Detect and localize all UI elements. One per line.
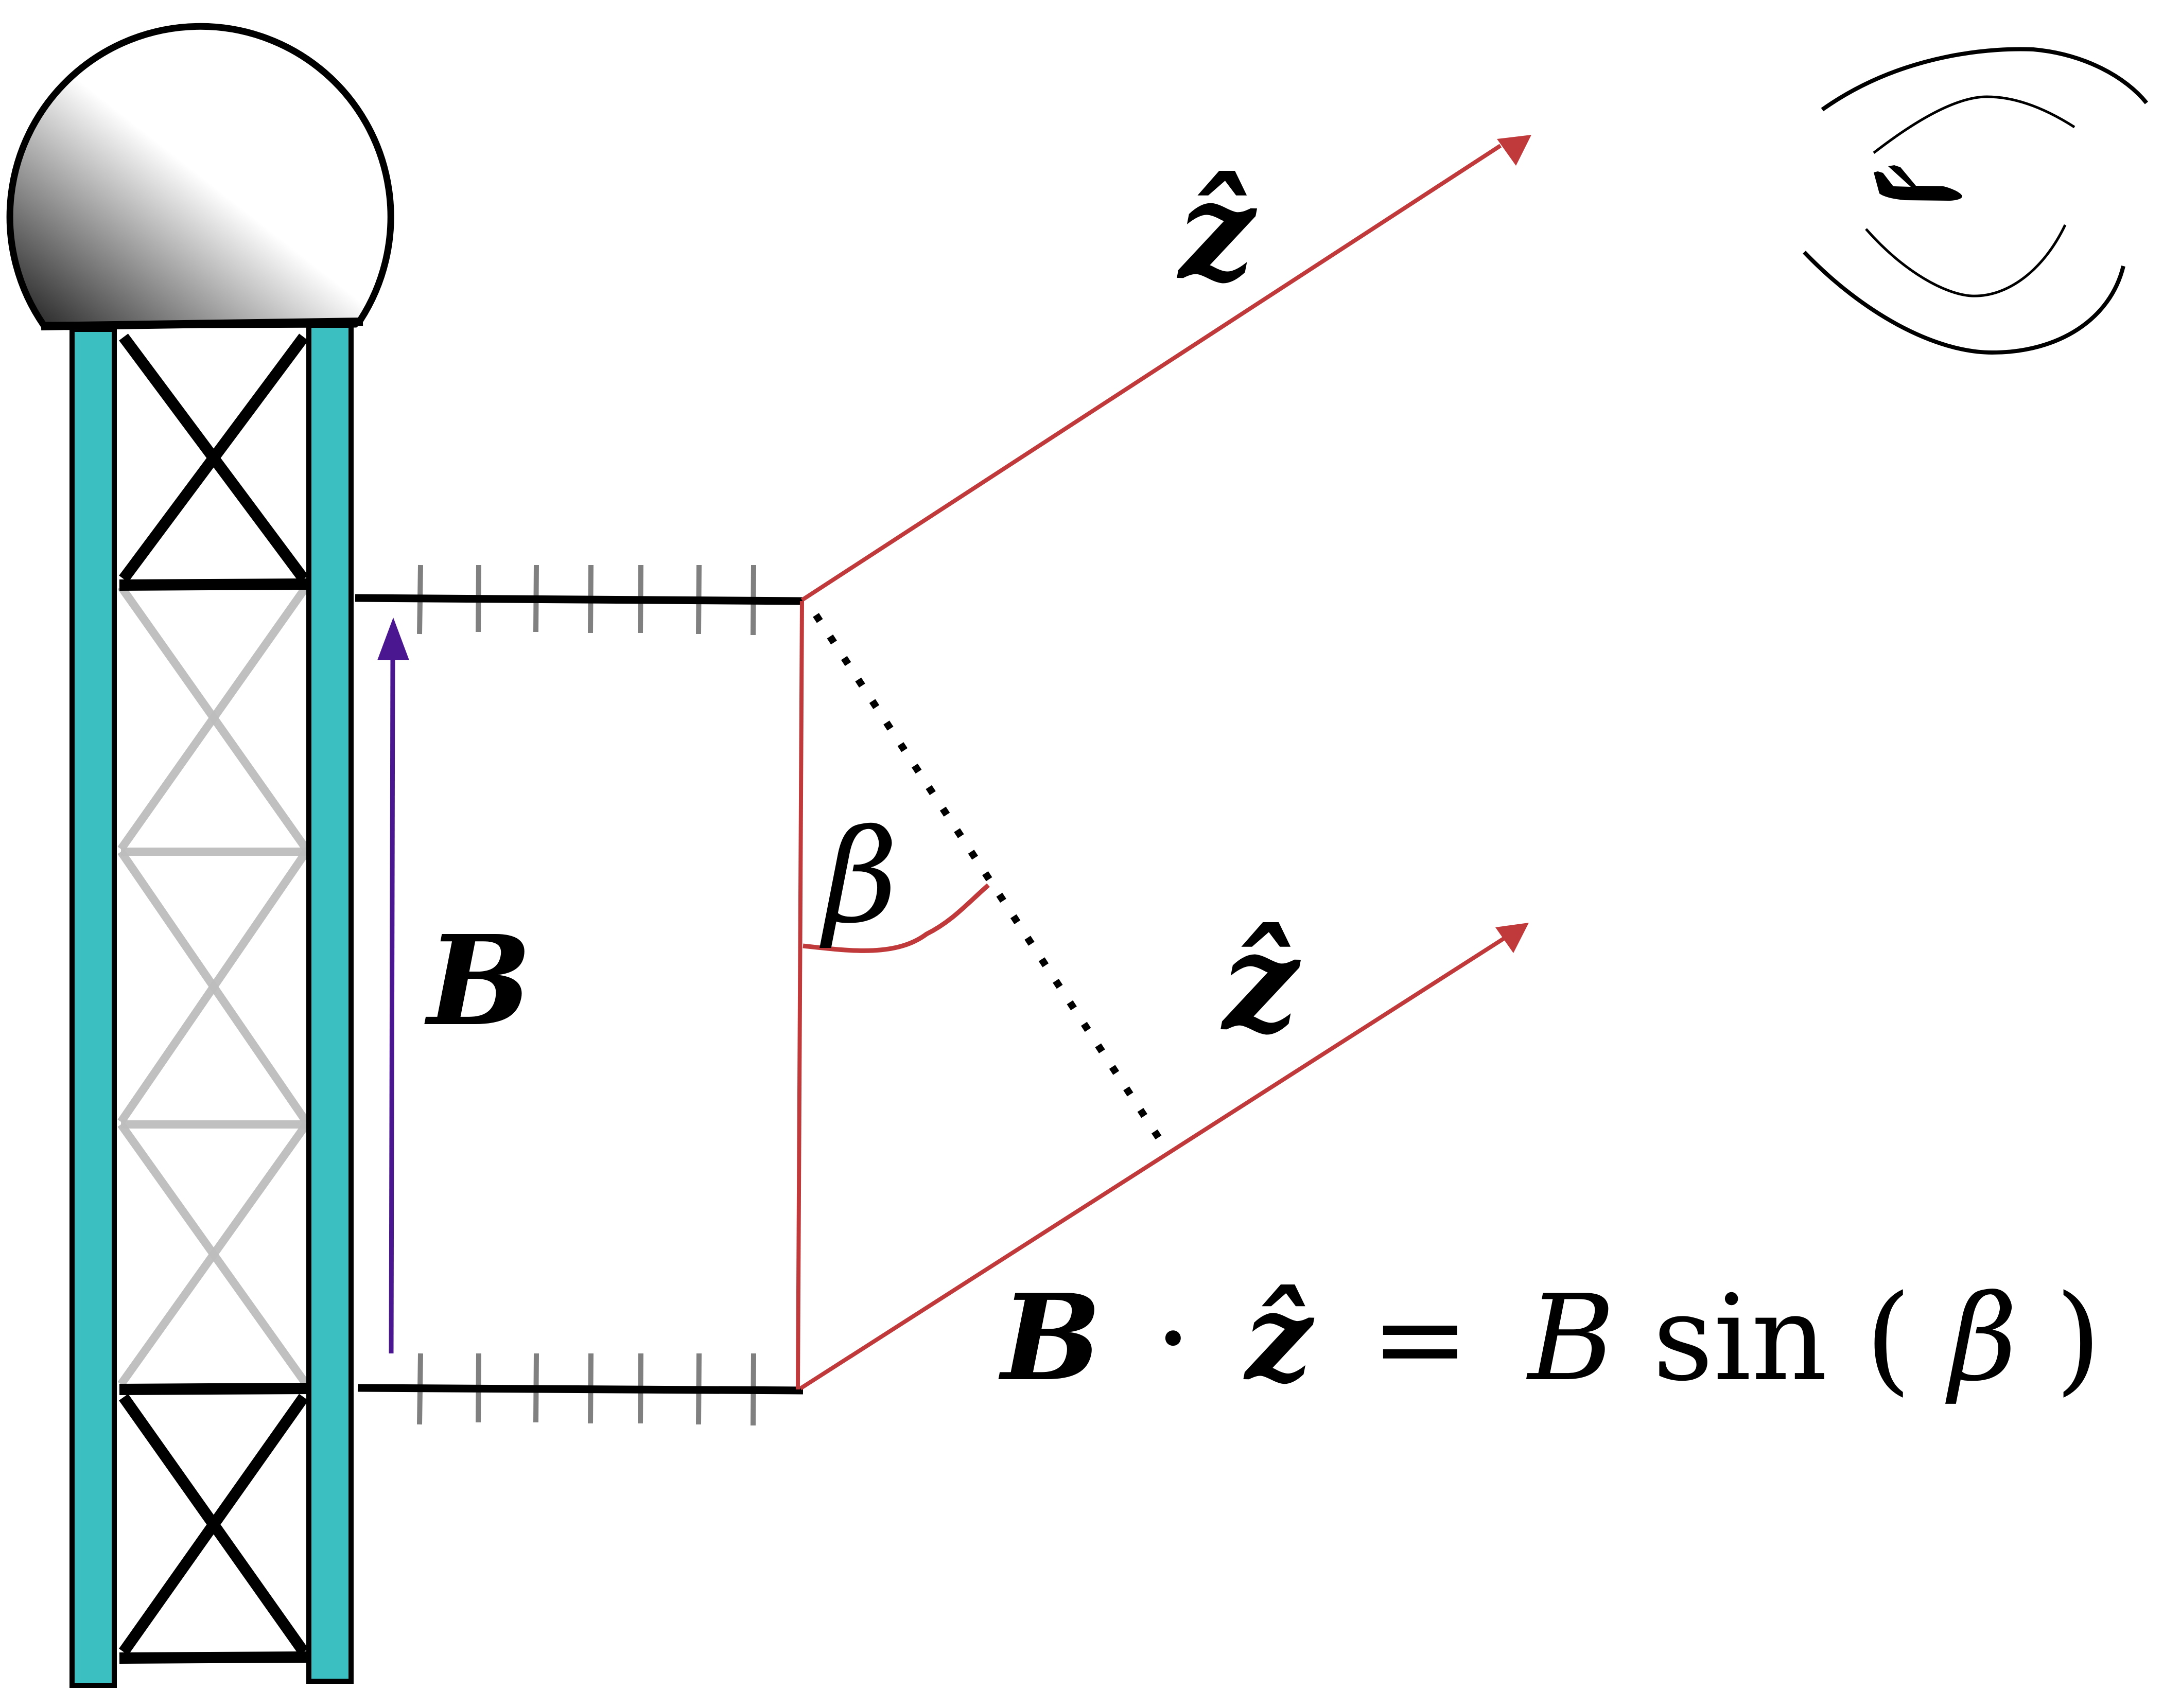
eq-lhs-unit: ẑ (1243, 1269, 1315, 1407)
pointing-lower-label: ẑ (1220, 904, 1302, 1061)
eq-dot: · (1155, 1270, 1192, 1407)
eq-rhs-close: ) (2055, 1270, 2101, 1407)
eq-rhs-argument: β (1945, 1270, 2017, 1407)
eq-rhs-function: sin (1653, 1270, 1828, 1407)
projection-equation: B · ẑ = B sin ( β ) (998, 1269, 2101, 1407)
antenna-array-upper (355, 565, 804, 636)
eq-equals: = (1371, 1270, 1470, 1407)
signal-arc-outer-top (1821, 47, 2149, 112)
eq-rhs-magnitude: B (1526, 1270, 1615, 1407)
tower-bracing-foreground (119, 333, 308, 1664)
pointing-upper-label: ẑ (1177, 153, 1258, 310)
tower-pillar-left (69, 327, 117, 1688)
eq-rhs-open: ( (1865, 1270, 1911, 1407)
signal-arc-inner-bottom (1865, 224, 2067, 297)
angle-label: β (819, 802, 898, 952)
pointing-vector-lower (799, 923, 1529, 1390)
pointing-vector-upper (800, 135, 1531, 602)
baseline-vector-arrow (377, 618, 409, 1354)
airplane-icon-group (1803, 47, 2149, 355)
signal-arc-inner-top (1873, 95, 2075, 154)
signal-arc-outer-bottom (1803, 251, 2125, 355)
antenna-array-lower (357, 1353, 804, 1426)
radome-dish-icon (6, 23, 394, 330)
airplane-icon (1874, 165, 1962, 201)
tower-bracing-background (117, 584, 310, 1387)
svg-text:B · ẑ =: B · ẑ = B sin ( β ) (998, 1269, 2101, 1407)
baseline-label: B (424, 908, 532, 1053)
baseline-projection-line (796, 601, 804, 1390)
eq-lhs-vector: B (998, 1269, 1101, 1407)
angle-arc (803, 883, 990, 953)
wavefront-dotted-line (813, 613, 1172, 1155)
path-difference-geometry (796, 601, 990, 1390)
tower-pillar-right (306, 323, 354, 1684)
tower (69, 323, 354, 1688)
